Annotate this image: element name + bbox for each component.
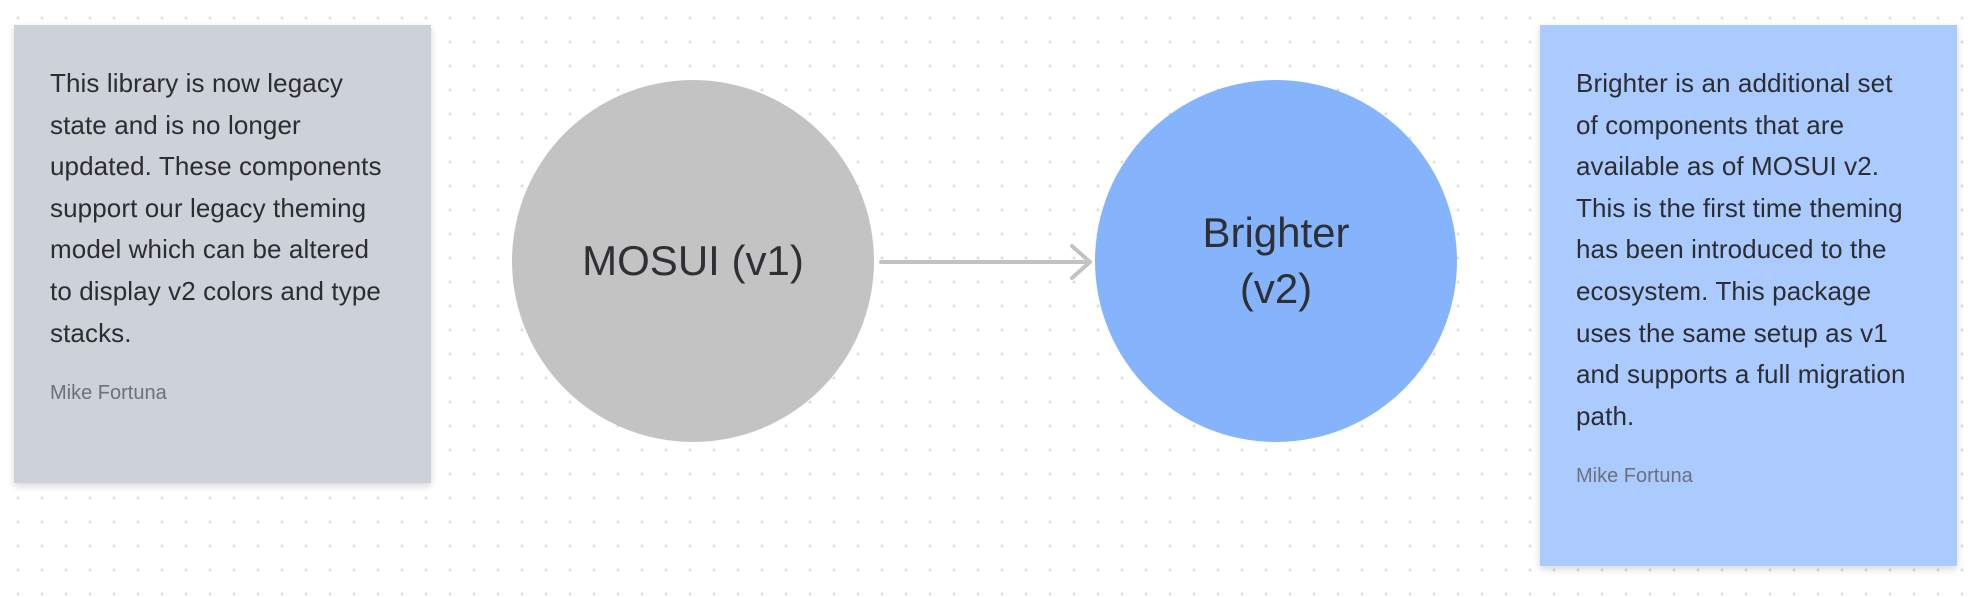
brighter-note-text: Brighter is an additional set of compone… — [1576, 68, 1906, 431]
legacy-note-author: Mike Fortuna — [50, 382, 167, 405]
legacy-sticky-note[interactable]: This library is now legacy state and is … — [14, 25, 431, 483]
brighter-note-author: Mike Fortuna — [1576, 465, 1693, 488]
brighter-sticky-note[interactable]: Brighter is an additional set of compone… — [1540, 25, 1957, 566]
legacy-note-text: This library is now legacy state and is … — [50, 68, 382, 348]
mosui-v1-node[interactable]: MOSUI (v1) — [512, 80, 874, 442]
brighter-v2-node[interactable]: Brighter (v2) — [1095, 80, 1457, 442]
brighter-v2-label: Brighter (v2) — [1202, 209, 1350, 312]
arrowhead-icon — [1070, 244, 1092, 280]
mosui-v1-label: MOSUI (v1) — [582, 237, 804, 284]
